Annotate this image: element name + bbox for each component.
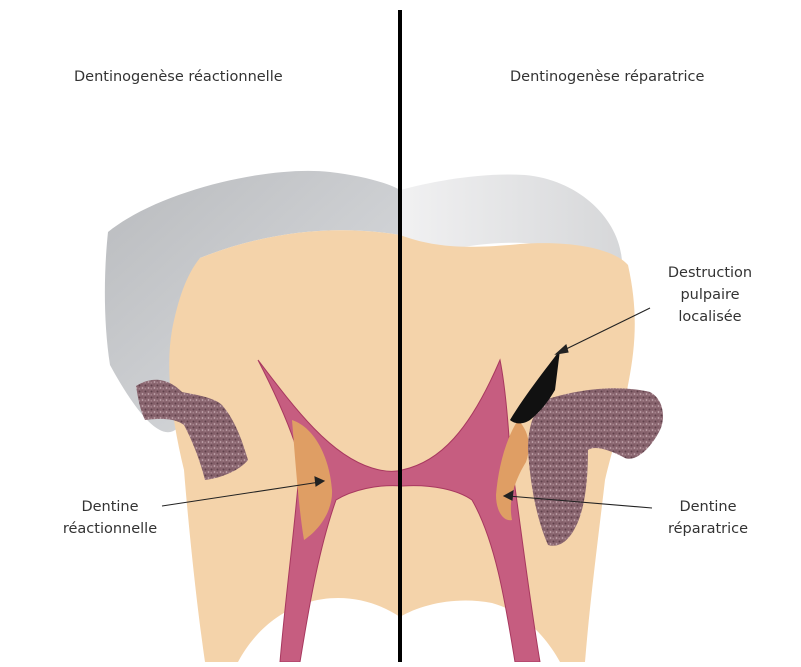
- label-destruction-line1: Destruction: [650, 262, 770, 284]
- label-dentine-reparatrice-line1: Dentine: [648, 496, 768, 518]
- label-dentine-reparatrice-line2: réparatrice: [648, 518, 768, 540]
- label-dentine-reparatrice: Dentine réparatrice: [648, 496, 768, 540]
- title-left: Dentinogenèse réactionnelle: [74, 66, 283, 88]
- label-destruction-line3: localisée: [650, 306, 770, 328]
- label-destruction-line2: pulpaire: [650, 284, 770, 306]
- label-dentine-reactionnelle: Dentine réactionnelle: [50, 496, 170, 540]
- label-dentine-reactionnelle-line1: Dentine: [50, 496, 170, 518]
- label-dentine-reactionnelle-line2: réactionnelle: [50, 518, 170, 540]
- label-destruction-pulpaire: Destruction pulpaire localisée: [650, 262, 770, 328]
- title-right: Dentinogenèse réparatrice: [510, 66, 704, 88]
